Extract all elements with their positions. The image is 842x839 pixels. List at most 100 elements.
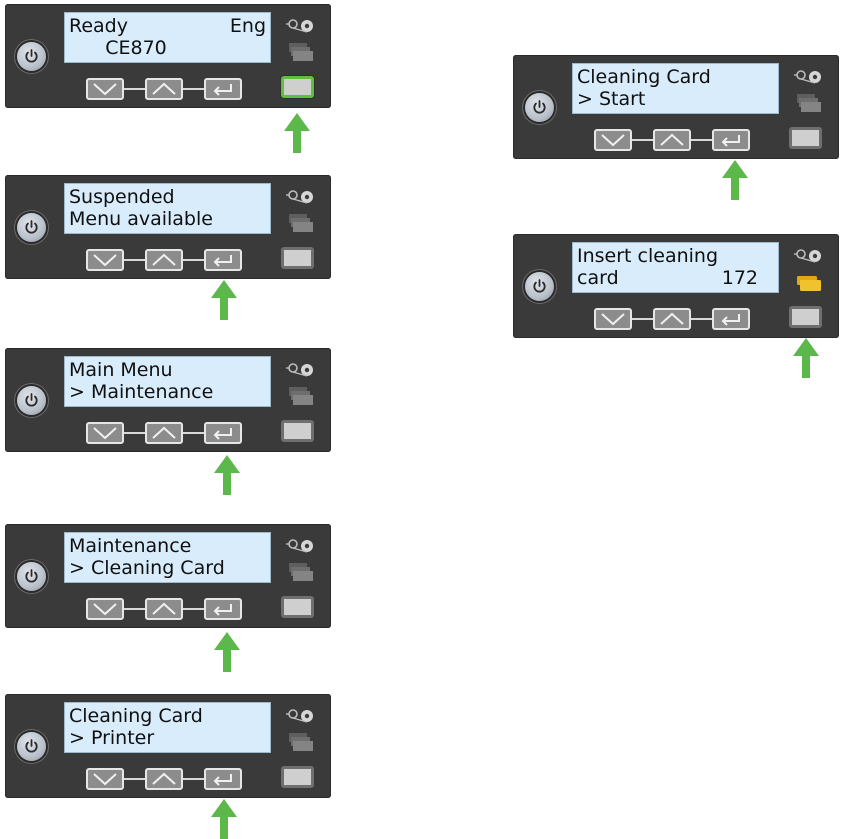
up-button[interactable] bbox=[145, 422, 183, 444]
nav-keys bbox=[86, 768, 242, 790]
lcd-line-2-left: > Maintenance bbox=[69, 381, 214, 403]
enter-return-icon bbox=[213, 604, 232, 616]
lcd-line-2-left: > Cleaning Card bbox=[69, 557, 225, 579]
status-led-button[interactable] bbox=[789, 306, 822, 328]
card-stack-icon bbox=[289, 43, 313, 61]
lcd-line-1: Insert cleaning bbox=[577, 245, 774, 267]
status-led-button[interactable] bbox=[281, 596, 314, 618]
chevron-down-icon bbox=[93, 427, 117, 440]
status-led-button[interactable] bbox=[789, 127, 822, 149]
card-stack-icon bbox=[289, 214, 313, 232]
ribbon-icon bbox=[794, 70, 821, 84]
down-button[interactable] bbox=[86, 249, 124, 271]
chevron-up-icon bbox=[152, 602, 176, 615]
chevron-down-icon bbox=[93, 254, 117, 267]
down-button[interactable] bbox=[86, 768, 124, 790]
power-button[interactable] bbox=[17, 732, 46, 761]
status-led-button[interactable] bbox=[281, 76, 314, 98]
status-led-button[interactable] bbox=[281, 247, 314, 269]
lcd-line-2-left: CE870 bbox=[69, 37, 167, 59]
up-button[interactable] bbox=[145, 598, 183, 620]
enter-button[interactable] bbox=[204, 78, 242, 100]
nav-connector bbox=[632, 318, 653, 320]
down-button[interactable] bbox=[594, 308, 632, 330]
lcd-line-1-left: Suspended bbox=[69, 186, 175, 208]
ribbon-icon bbox=[286, 709, 313, 723]
arrow-up-icon bbox=[214, 455, 240, 495]
power-button[interactable] bbox=[17, 42, 46, 71]
power-button[interactable] bbox=[17, 213, 46, 242]
nav-connector bbox=[632, 139, 653, 141]
arrow-up-icon bbox=[284, 113, 310, 153]
nav-connector bbox=[124, 608, 145, 610]
nav-connector bbox=[124, 778, 145, 780]
up-button[interactable] bbox=[145, 768, 183, 790]
lcd-line-1: Maintenance bbox=[69, 535, 266, 557]
up-button[interactable] bbox=[653, 308, 691, 330]
enter-button[interactable] bbox=[712, 308, 750, 330]
enter-button[interactable] bbox=[204, 768, 242, 790]
arrow-up-icon bbox=[211, 280, 237, 320]
down-button[interactable] bbox=[86, 598, 124, 620]
chevron-down-icon bbox=[93, 773, 117, 786]
lcd-line-2-left: Menu available bbox=[69, 208, 213, 230]
down-button[interactable] bbox=[86, 422, 124, 444]
up-button[interactable] bbox=[653, 129, 691, 151]
nav-keys bbox=[86, 422, 242, 444]
lcd-display: Cleaning Card > Printer bbox=[64, 702, 271, 753]
lcd-line-1-left: Insert cleaning bbox=[577, 245, 719, 267]
chevron-up-icon bbox=[152, 426, 176, 439]
status-led-button[interactable] bbox=[281, 420, 314, 442]
nav-connector bbox=[183, 259, 204, 261]
card-stack-icon bbox=[289, 733, 313, 751]
lcd-line-2: > Printer bbox=[69, 727, 266, 749]
enter-return-icon bbox=[213, 84, 232, 96]
up-button[interactable] bbox=[145, 78, 183, 100]
ribbon-icon bbox=[286, 19, 313, 33]
arrow-up-icon bbox=[793, 338, 819, 378]
enter-button[interactable] bbox=[204, 422, 242, 444]
nav-connector bbox=[183, 608, 204, 610]
down-button[interactable] bbox=[594, 129, 632, 151]
status-led-button[interactable] bbox=[281, 766, 314, 788]
lcd-line-1-left: Maintenance bbox=[69, 535, 192, 557]
lcd-line-2: > Cleaning Card bbox=[69, 557, 266, 579]
enter-button[interactable] bbox=[712, 129, 750, 151]
power-button[interactable] bbox=[525, 272, 554, 301]
enter-button[interactable] bbox=[204, 598, 242, 620]
power-button[interactable] bbox=[17, 386, 46, 415]
up-button[interactable] bbox=[145, 249, 183, 271]
chevron-down-icon bbox=[93, 603, 117, 616]
lcd-line-1-left: Cleaning Card bbox=[69, 705, 203, 727]
lcd-line-2-left: > Start bbox=[577, 88, 646, 110]
lcd-line-1-right: Eng bbox=[229, 15, 266, 37]
control-panel: Main Menu > Maintenance bbox=[5, 348, 331, 452]
arrow-up-icon bbox=[722, 160, 748, 200]
chevron-up-icon bbox=[152, 253, 176, 266]
power-button[interactable] bbox=[525, 93, 554, 122]
down-button[interactable] bbox=[86, 78, 124, 100]
enter-return-icon bbox=[721, 314, 740, 326]
ribbon-icon bbox=[286, 363, 313, 377]
nav-keys bbox=[86, 78, 242, 100]
chevron-up-icon bbox=[152, 772, 176, 785]
lcd-display: Cleaning Card > Start bbox=[572, 63, 779, 114]
nav-connector bbox=[691, 318, 712, 320]
enter-button[interactable] bbox=[204, 249, 242, 271]
card-stack-icon bbox=[289, 563, 313, 581]
power-button[interactable] bbox=[17, 562, 46, 591]
nav-connector bbox=[124, 259, 145, 261]
enter-return-icon bbox=[213, 428, 232, 440]
chevron-up-icon bbox=[152, 82, 176, 95]
lcd-line-1: Suspended bbox=[69, 186, 266, 208]
nav-keys bbox=[86, 598, 242, 620]
enter-return-icon bbox=[721, 135, 740, 147]
chevron-down-icon bbox=[93, 83, 117, 96]
card-alert-icon bbox=[797, 276, 821, 291]
chevron-down-icon bbox=[601, 313, 625, 326]
lcd-line-1-left: Cleaning Card bbox=[577, 66, 711, 88]
